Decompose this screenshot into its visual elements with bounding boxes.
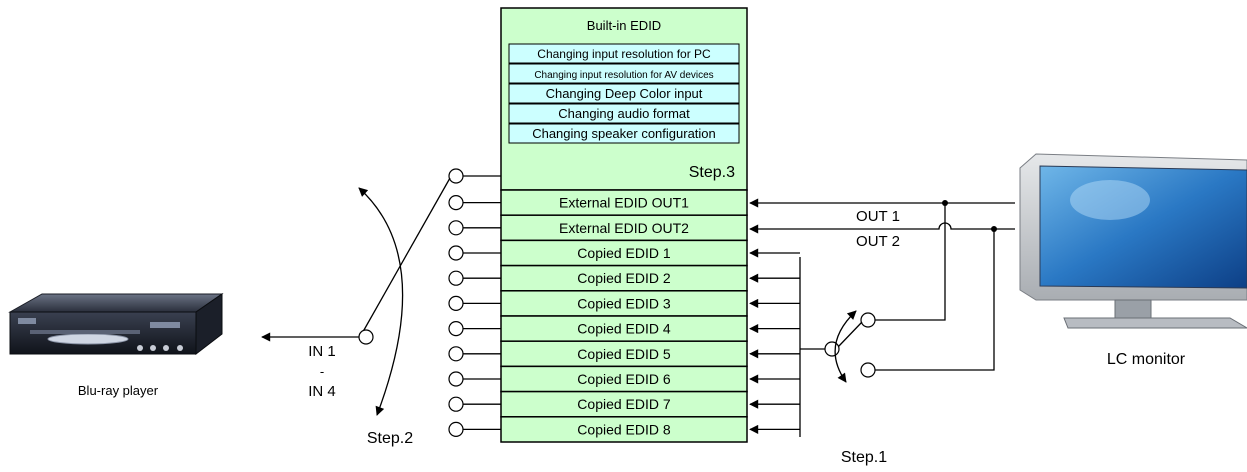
input-terminal (448, 371, 464, 387)
copy-switch-rotation-arrow (834, 310, 857, 383)
edid-row (500, 416, 748, 443)
input-selector-pivot (358, 329, 374, 345)
input-selector-rotation-arrow (358, 187, 404, 416)
builtin-option-label: Changing input resolution for AV devices (534, 70, 713, 81)
input-terminal (448, 270, 464, 286)
edid-row (500, 189, 748, 216)
copy-switch-arm (837, 321, 863, 348)
out1-to-switch (875, 203, 946, 321)
builtin-option-label: Changing input resolution for PC (537, 47, 711, 61)
in-range-bottom: IN 4 (308, 383, 336, 400)
builtin-option-label: Changing Deep Color input (546, 86, 703, 101)
out2-to-switch (875, 229, 995, 371)
edid-row-label: Copied EDID 2 (577, 270, 671, 286)
edid-row-label: Copied EDID 7 (577, 396, 671, 412)
edid-row-label: Copied EDID 8 (577, 421, 671, 437)
copy-bus-arrows (749, 248, 800, 434)
builtin-option-box (508, 103, 740, 124)
edid-row-label: Copied EDID 1 (577, 245, 671, 261)
copy-source-wiring: OUT 1 OUT 2 Step.1 (749, 198, 1015, 466)
edid-row-label: External EDID OUT2 (559, 220, 689, 236)
in-range-separator: - (320, 364, 324, 379)
builtin-edid-options: Changing input resolution for PC Changing… (508, 43, 740, 144)
builtin-edid-block: Built-in EDID Changing input resolution … (500, 7, 748, 191)
edid-row-label: Copied EDID 3 (577, 295, 671, 311)
edid-row-label: Copied EDID 4 (577, 321, 671, 337)
step1-label: Step.1 (841, 449, 887, 466)
edid-row (500, 390, 748, 418)
step3-label: Step.3 (689, 164, 735, 181)
input-terminal (448, 295, 464, 311)
copy-switch-pivot (824, 341, 840, 357)
copy-switch-terminal-out1 (860, 312, 876, 328)
in-range-top: IN 1 (308, 343, 336, 360)
input-terminal (448, 421, 464, 437)
edid-row (500, 214, 748, 242)
builtin-option-box (508, 63, 740, 84)
bluray-player-image (8, 293, 224, 356)
builtin-terminal (448, 168, 464, 184)
input-terminal (448, 245, 464, 261)
builtin-edid-title: Built-in EDID (587, 18, 661, 33)
input-terminal (448, 346, 464, 362)
edid-row (500, 365, 748, 393)
input-terminal (448, 396, 464, 412)
edid-row-label: Copied EDID 5 (577, 346, 671, 362)
bluray-player-label: Blu-ray player (78, 383, 159, 398)
builtin-option-box (508, 123, 740, 144)
out1-label: OUT 1 (856, 208, 900, 225)
input-selector-arm (359, 177, 451, 338)
builtin-option-label: Changing audio format (558, 106, 690, 121)
step2-label: Step.2 (367, 430, 413, 447)
input-terminal (448, 195, 464, 211)
edid-row-label: Copied EDID 6 (577, 371, 671, 387)
builtin-option-box (508, 43, 740, 64)
out2-label: OUT 2 (856, 233, 900, 250)
input-selector-terminals (448, 168, 501, 437)
input-terminal (448, 321, 464, 337)
input-terminal (448, 220, 464, 236)
lc-monitor-label: LC monitor (1107, 351, 1186, 368)
copy-switch-terminal-out2 (860, 362, 876, 378)
edid-row-label: External EDID OUT1 (559, 195, 689, 211)
builtin-option-box (508, 83, 740, 104)
builtin-option-label: Changing speaker configuration (532, 126, 716, 141)
lc-monitor-image (1019, 153, 1247, 329)
edid-row (500, 239, 748, 267)
